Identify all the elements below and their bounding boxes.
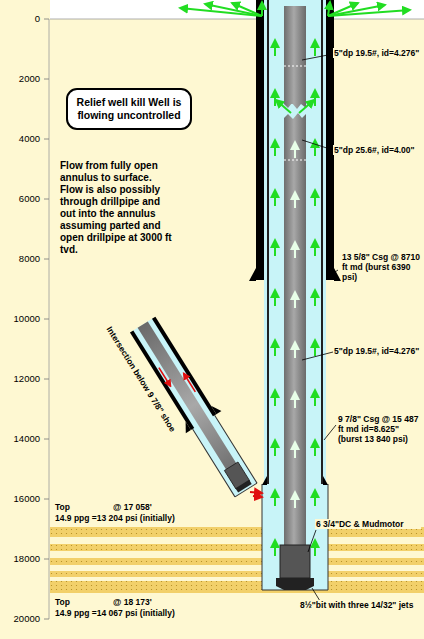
depth-label: 10000 bbox=[2, 313, 40, 324]
pipe-flow-arrow bbox=[294, 492, 296, 508]
sky bbox=[50, 0, 424, 19]
surface-flow-arrow bbox=[261, 2, 263, 16]
flow-note: Flow from fully open annulus to surface.… bbox=[60, 160, 176, 256]
surface-flow-arrow bbox=[180, 8, 262, 16]
depth-tick bbox=[44, 259, 49, 260]
pipe-flow-arrow bbox=[294, 292, 296, 308]
annulus-flow-arrow bbox=[274, 390, 276, 406]
depth-tick bbox=[44, 139, 49, 140]
depth-tick bbox=[44, 319, 49, 320]
annulus-flow-arrow bbox=[274, 40, 276, 56]
intersection-label: Intersection below 9 7/8" shoe bbox=[104, 324, 178, 435]
annulus-flow-arrow bbox=[314, 40, 316, 56]
casing-13-5-8 bbox=[256, 0, 264, 280]
pipe-label: 5"dp 25.6#, id=4.00" bbox=[333, 145, 421, 155]
bit bbox=[276, 578, 314, 590]
depth-tick bbox=[44, 79, 49, 80]
annulus-flow-arrow bbox=[274, 340, 276, 356]
depth-label: 8000 bbox=[2, 253, 40, 264]
depth-label: 2000 bbox=[2, 73, 40, 84]
depth-label: 0 bbox=[2, 13, 40, 24]
depth-label: 16000 bbox=[2, 493, 40, 504]
annulus-flow-arrow bbox=[314, 290, 316, 306]
formation-pressure-label: 14.9 ppg =13 204 psi (initially) bbox=[54, 513, 246, 523]
depth-label: 12000 bbox=[2, 373, 40, 384]
formation-bands bbox=[50, 527, 424, 593]
relief-well bbox=[125, 314, 264, 502]
kill-flow-arrow bbox=[250, 492, 262, 493]
annulus-flow-arrow bbox=[314, 90, 316, 106]
formation-depth-label: @ 18 173' bbox=[112, 597, 153, 607]
formation-top-label: Top bbox=[54, 597, 71, 607]
bha-label: 6 3/4"DC & Mudmotor bbox=[315, 519, 421, 529]
annulus-flow-arrow bbox=[274, 90, 276, 106]
casing-label: 9 7/8" Csg @ 15 487 ft md id=8.625" (bur… bbox=[337, 414, 421, 445]
depth-tick bbox=[44, 19, 49, 20]
title-box: Relief well kill Well is flowing uncontr… bbox=[66, 88, 192, 130]
annulus-flow-arrow bbox=[314, 190, 316, 206]
box-title: Relief well kill Well is flowing uncontr… bbox=[74, 96, 184, 122]
annulus-flow-arrow bbox=[314, 240, 316, 256]
wellbore bbox=[249, 0, 341, 590]
drillpipe bbox=[284, 6, 306, 104]
pipe-flow-arrow bbox=[294, 192, 296, 208]
surface-flow-arrow bbox=[205, 4, 262, 16]
pipe-flow-arrow bbox=[294, 142, 296, 158]
annulus-flow-arrow bbox=[314, 390, 316, 406]
depth-label: 20000 bbox=[2, 613, 40, 624]
annulus-flow-arrow bbox=[274, 140, 276, 156]
surface-flow-arrow bbox=[328, 2, 330, 16]
pipe-flow-arrow bbox=[294, 442, 296, 458]
annulus-flow-arrow bbox=[314, 440, 316, 456]
annulus-flow-arrow bbox=[274, 240, 276, 256]
depth-tick bbox=[44, 439, 49, 440]
depth-ticks bbox=[44, 19, 49, 619]
depth-tick bbox=[44, 199, 49, 200]
ground-line bbox=[50, 19, 424, 20]
annulus-flow-arrow bbox=[274, 290, 276, 306]
pipe-flow-arrow bbox=[294, 342, 296, 358]
formation-pressure-label: 14.9 ppg =14 067 psi (initially) bbox=[54, 608, 246, 618]
depth-label: 6000 bbox=[2, 193, 40, 204]
depth-label: 18000 bbox=[2, 553, 40, 564]
surface-flow-arrow bbox=[328, 10, 410, 16]
annulus-flow-arrow bbox=[274, 540, 276, 556]
annulus-flow-arrow bbox=[314, 140, 316, 156]
depth-label: 4000 bbox=[2, 133, 40, 144]
formation-depth-label: @ 17 058' bbox=[112, 502, 153, 512]
bit-label: 8½"bit with three 14/32" jets bbox=[299, 600, 421, 610]
annulus-flow-arrow bbox=[314, 490, 316, 506]
pipe-flow-arrow bbox=[294, 392, 296, 408]
depth-tick bbox=[44, 559, 49, 560]
pipe-flow-arrow bbox=[294, 242, 296, 258]
pipe-label: 5"dp 19.5#, id=4.276" bbox=[333, 346, 421, 356]
annulus-flow-arrow bbox=[274, 440, 276, 456]
depth-tick bbox=[44, 499, 49, 500]
annulus-flow-arrow bbox=[314, 340, 316, 356]
depth-tick bbox=[44, 619, 49, 620]
depth-tick bbox=[44, 379, 49, 380]
pipe-label: 5"dp 19.5#, id=4.276" bbox=[333, 48, 421, 58]
annulus-flow-arrow bbox=[274, 490, 276, 506]
depth-label: 14000 bbox=[2, 433, 40, 444]
annulus-flow-arrow bbox=[274, 190, 276, 206]
surface-flow-arrow bbox=[232, 3, 262, 16]
formation-top-label: Top bbox=[54, 502, 71, 512]
drill-collar bbox=[280, 545, 310, 578]
casing-label: 13 5/8" Csg @ 8710 ft md (burst 6390 psi… bbox=[341, 252, 421, 283]
annulus-flow-arrow bbox=[314, 540, 316, 556]
casing-9-7-8 bbox=[267, 0, 269, 484]
